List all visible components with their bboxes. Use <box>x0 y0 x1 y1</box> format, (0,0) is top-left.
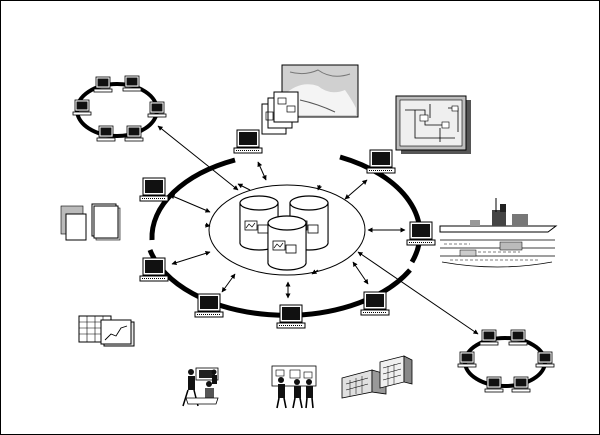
spreadsheet-icon <box>78 315 135 347</box>
workstation-right <box>406 221 436 246</box>
documents-left <box>60 203 121 241</box>
lan-ring-top-left <box>72 75 167 142</box>
workstation-bottom-right <box>360 291 390 316</box>
workstation-top <box>233 129 263 154</box>
lan-ring-bottom-right <box>457 329 555 393</box>
database-cylinders-icon <box>267 215 307 271</box>
inner-ring <box>208 184 366 276</box>
map-stack-icon <box>261 64 359 135</box>
workstation-bottom-left <box>194 293 224 318</box>
ship-icon <box>439 198 558 268</box>
workstation-bottom <box>276 304 306 329</box>
operators-at-console <box>182 367 219 407</box>
presentation-icon <box>271 365 317 409</box>
workstation-left-lower <box>139 257 169 282</box>
people-icon <box>182 367 219 407</box>
workstation-left-upper <box>139 177 169 202</box>
buildings <box>341 355 413 399</box>
wan-links <box>157 125 479 335</box>
schematic-drawing <box>395 95 471 154</box>
data-flow-arrows <box>169 161 406 299</box>
presentation-group <box>271 365 317 409</box>
ship-drawing <box>439 198 558 268</box>
schematic-icon <box>395 95 471 154</box>
maps-documents <box>261 64 359 135</box>
spreadsheet-chart <box>78 315 135 347</box>
buildings-icon <box>341 355 413 399</box>
workstation-top-right <box>366 149 396 174</box>
documents-icon <box>60 203 121 241</box>
